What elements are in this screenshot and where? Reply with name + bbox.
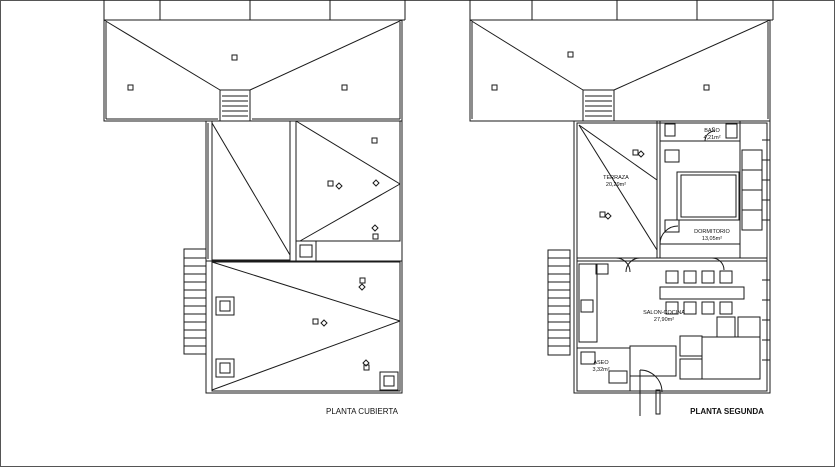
room-area-terraza: 20,29m² <box>606 182 626 188</box>
room-name-salon-cocina: SALON-COCINA <box>643 310 685 316</box>
room-name-aseo: ASEO <box>593 360 609 366</box>
room-area-bano: 4,21m² <box>703 135 720 141</box>
room-name-bano: BAÑO <box>704 127 720 134</box>
roof-plan <box>103 0 406 394</box>
room-name-dormitorio: DORMITORIO <box>694 229 730 235</box>
roof-plan-title: PLANTA CUBIERTA <box>326 407 399 416</box>
second-floor-plan <box>469 0 774 416</box>
room-name-terraza: TERRAZA <box>603 175 629 181</box>
room-area-salon-cocina: 27,90m² <box>654 317 674 323</box>
room-area-aseo: 3,32m² <box>592 367 609 373</box>
second-floor-title: PLANTA SEGUNDA <box>690 407 764 416</box>
room-area-dormitorio: 13,05m² <box>702 236 722 242</box>
